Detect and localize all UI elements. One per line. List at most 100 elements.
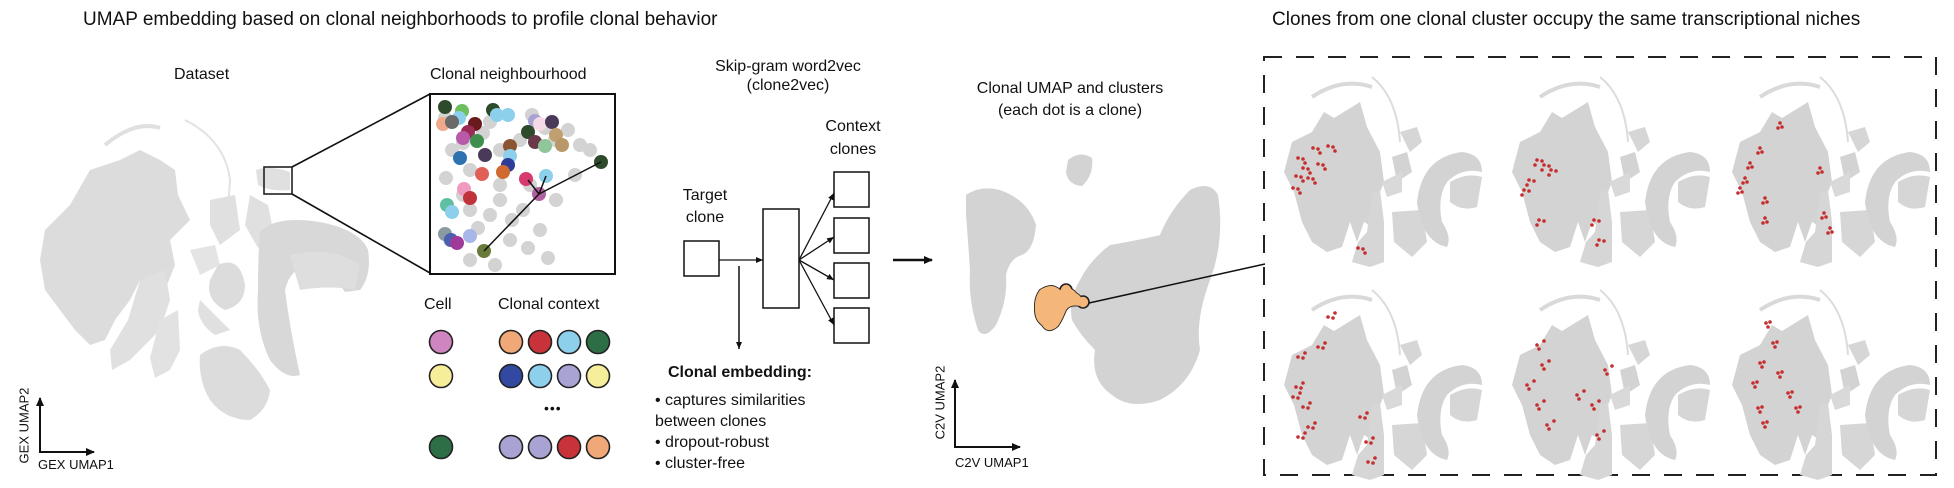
clone-cell-marker <box>1773 345 1777 349</box>
clone-cell-marker <box>1525 383 1529 387</box>
neighbourhood-clone-dot <box>470 134 484 148</box>
target-clone-label-line2: clone <box>685 209 725 226</box>
cell-circle <box>428 329 454 355</box>
clone-cell-marker <box>1760 405 1764 409</box>
clone-cell-marker <box>1818 166 1822 170</box>
niche-umap-background <box>1510 75 1712 269</box>
clone-cell-marker <box>1788 395 1792 399</box>
skipgram-title-line2: (clone2vec) <box>746 77 830 94</box>
clone-cell-marker <box>1765 420 1769 424</box>
clone-cell-marker <box>1294 385 1298 389</box>
clone-cell-marker <box>1301 179 1305 183</box>
target-clone-label-line1: Target <box>682 187 728 204</box>
clone-cell-marker <box>1776 126 1780 130</box>
clone-cell-marker <box>1303 351 1307 355</box>
context-circle <box>498 434 524 460</box>
clone-cell-marker <box>1364 440 1368 444</box>
clone-cell-marker <box>1826 231 1830 235</box>
neighbourhood-clone-dot <box>438 100 452 114</box>
neighbourhood-clone-dot <box>445 205 459 219</box>
dataset-cluster-e <box>198 300 230 335</box>
niche-umap-background <box>1282 75 1484 269</box>
clone-cell-marker <box>1527 387 1531 391</box>
clone-cell-marker <box>1761 201 1765 205</box>
clone-cell-marker <box>1525 183 1529 187</box>
clone-cell-marker <box>1299 175 1303 179</box>
clone-cell-marker <box>1760 150 1764 154</box>
clone-cell-marker <box>1537 218 1541 222</box>
clone-cell-marker <box>1291 395 1295 399</box>
clone-cell-marker <box>1761 421 1765 425</box>
dataset-arc-2 <box>184 119 232 211</box>
clone-cell-marker <box>1745 180 1749 184</box>
clone-cell-marker <box>1753 385 1757 389</box>
clone-cell-marker <box>1296 396 1300 400</box>
clone-cell-marker <box>1318 151 1322 155</box>
cell-context-grid <box>428 329 611 460</box>
clone-cell-marker <box>1306 406 1310 410</box>
clone-cell-marker <box>1595 433 1599 437</box>
clone-cell-marker <box>1369 441 1373 445</box>
clone-cell-marker <box>1294 174 1298 178</box>
niche-umap-background <box>1282 288 1484 482</box>
clone-cell-marker <box>1301 166 1305 170</box>
context-clone-box-3 <box>833 262 870 299</box>
dataset-cluster-f <box>199 346 270 420</box>
neighbourhood-dots <box>436 100 608 272</box>
clone-cell-marker <box>1299 386 1303 390</box>
clone-cell-marker <box>1313 421 1317 425</box>
clone-cell-marker <box>1311 146 1315 150</box>
clone-cell-marker <box>1771 341 1775 345</box>
gex-x-axis-label: GEX UMAP1 <box>38 457 114 472</box>
niche-panel-1 <box>1282 75 1484 269</box>
clonal-umap-island <box>1066 154 1093 186</box>
clone-cell-marker <box>1535 343 1539 347</box>
neighbourhood-clone-dot <box>445 115 459 129</box>
neighbourhood-clone-dot <box>463 191 477 205</box>
clone-cell-marker <box>1371 436 1375 440</box>
clone-cell-marker <box>1306 425 1310 429</box>
context-circle <box>498 363 524 389</box>
clone-cell-marker <box>1306 167 1310 171</box>
neighbourhood-edge-1 <box>483 193 540 252</box>
target-clone-box <box>683 240 720 277</box>
context-circle <box>585 329 611 355</box>
clone-cell-marker <box>1373 456 1377 460</box>
dataset-cluster-lower <box>150 310 180 378</box>
clone-cell-marker <box>1756 151 1760 155</box>
niche-umap-background <box>1730 288 1932 482</box>
clone-cell-marker <box>1758 146 1762 150</box>
clonal-umap-title-line2: (each dot is a clone) <box>997 102 1143 119</box>
clone-cell-marker <box>1582 389 1586 393</box>
zoom-line-top <box>291 93 431 168</box>
clone-cell-marker <box>1595 243 1599 247</box>
clonal-umap-main-cluster <box>1071 186 1221 404</box>
neighbourhood-label: Clonal neighbourhood <box>430 66 587 83</box>
clone-cell-marker <box>1306 176 1310 180</box>
clone-cell-marker <box>1592 407 1596 411</box>
neighbourhood-clone-dot <box>463 229 477 243</box>
clonal-cluster-fill <box>1034 286 1082 331</box>
clone-cell-marker <box>1326 315 1330 319</box>
clone-cell-marker <box>1755 380 1759 384</box>
neighbourhood-grey-dot <box>463 253 477 267</box>
clone-cell-marker <box>1331 316 1335 320</box>
clone-cell-marker <box>1301 381 1305 385</box>
clone-cell-marker <box>1738 186 1742 190</box>
embedding-points: • captures similarities between clones •… <box>655 390 806 474</box>
clone-cell-marker <box>1798 405 1802 409</box>
clone-cell-marker <box>1775 340 1779 344</box>
clone-cell-marker <box>1765 220 1769 224</box>
hidden-layer-box <box>762 208 800 309</box>
neighbourhood-grey-dot <box>533 223 547 237</box>
clone-cell-marker <box>1547 173 1551 177</box>
context-circle <box>556 363 582 389</box>
clone-cell-marker <box>1535 223 1539 227</box>
clone-cell-marker <box>1540 363 1544 367</box>
clone-cell-marker <box>1768 320 1772 324</box>
dataset-zoom-region <box>256 167 290 191</box>
neighbourhood-clone-dot <box>490 108 504 122</box>
clone-cell-marker <box>1822 211 1826 215</box>
clone-cell-marker <box>1363 251 1367 255</box>
